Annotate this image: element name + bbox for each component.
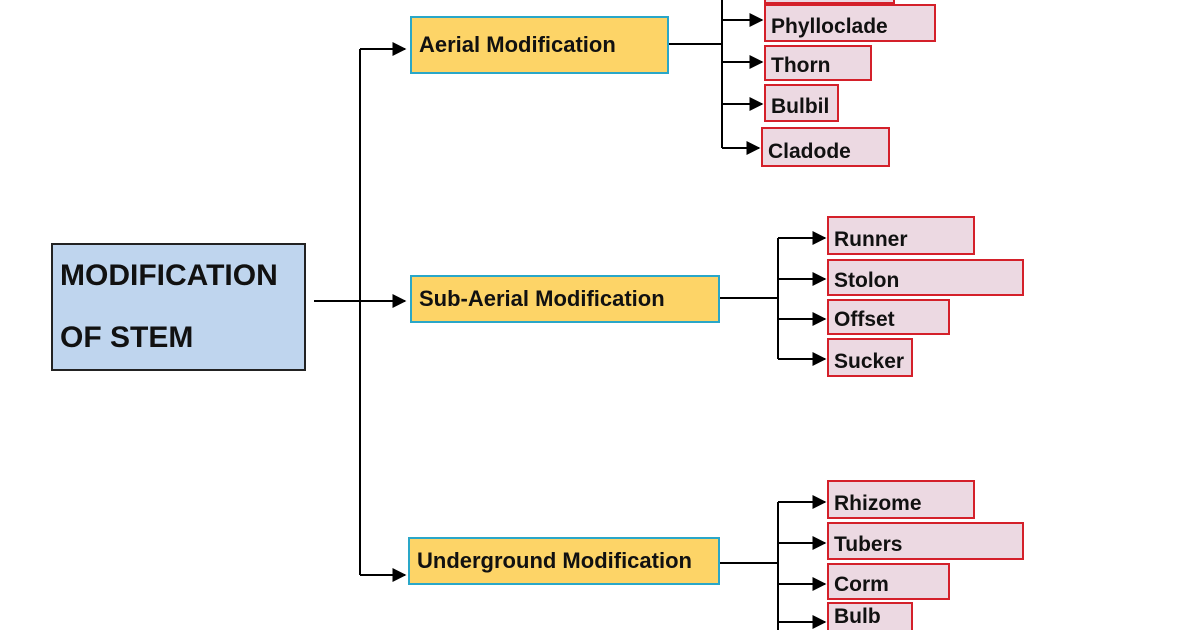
leaf-stolon: Stolon bbox=[827, 259, 1024, 296]
leaf-sucker: Sucker bbox=[827, 338, 913, 377]
leaf-label: Corm bbox=[834, 573, 889, 596]
leaf-tubers: Tubers bbox=[827, 522, 1024, 560]
leaf-thorn: Thorn bbox=[764, 45, 872, 81]
leaf-label: Phylloclade bbox=[771, 15, 888, 38]
leaf-label: Offset bbox=[834, 308, 895, 331]
leaf-offset: Offset bbox=[827, 299, 950, 335]
clipped-leaf-box bbox=[764, 0, 895, 4]
root-node-modification-of-stem: MODIFICATION OF STEM bbox=[51, 243, 306, 371]
leaf-label: Bulbil bbox=[771, 95, 830, 118]
leaf-rhizome: Rhizome bbox=[827, 480, 975, 519]
leaf-bulb: Bulb bbox=[827, 602, 913, 630]
leaf-corm: Corm bbox=[827, 563, 950, 600]
category-label: Sub-Aerial Modification bbox=[419, 286, 665, 311]
leaf-label: Tubers bbox=[834, 533, 903, 556]
leaf-label: Sucker bbox=[834, 350, 905, 373]
leaf-bulbil: Bulbil bbox=[764, 84, 839, 122]
leaf-cladode: Cladode bbox=[761, 127, 890, 167]
category-aerial-modification: Aerial Modification bbox=[410, 16, 669, 74]
category-sub-aerial-modification: Sub-Aerial Modification bbox=[410, 275, 720, 323]
root-title-line2: OF STEM bbox=[60, 321, 194, 354]
root-title-line1: MODIFICATION bbox=[60, 259, 278, 292]
category-label: Aerial Modification bbox=[419, 32, 616, 57]
leaf-label: Bulb bbox=[834, 605, 881, 628]
leaf-label: Stolon bbox=[834, 269, 900, 292]
leaf-label: Rhizome bbox=[834, 492, 922, 515]
category-underground-modification: Underground Modification bbox=[408, 537, 720, 585]
leaf-runner: Runner bbox=[827, 216, 975, 255]
category-label: Underground Modification bbox=[417, 548, 692, 573]
leaf-phylloclade: Phylloclade bbox=[764, 4, 936, 42]
leaf-label: Cladode bbox=[768, 140, 851, 163]
leaf-label: Thorn bbox=[771, 54, 831, 77]
leaf-label: Runner bbox=[834, 228, 908, 251]
